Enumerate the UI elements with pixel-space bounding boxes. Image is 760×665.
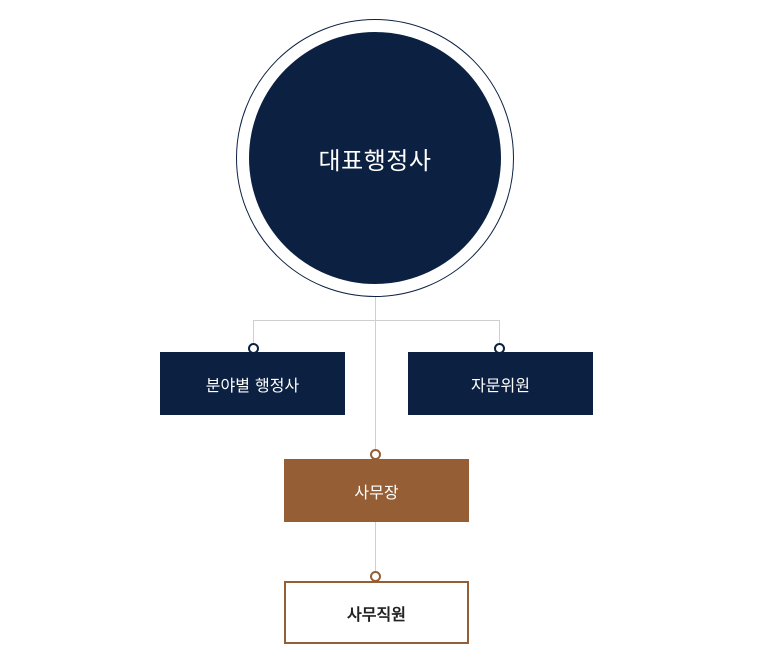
branch-node-advisors: 자문위원	[408, 352, 593, 415]
staff-node: 사무직원	[284, 581, 469, 644]
ceo-outer-ring	[236, 19, 514, 297]
branch-node-field-administrators: 분야별 행정사	[160, 352, 345, 415]
connector-branch-horizontal	[253, 320, 500, 321]
branch-label: 분야별 행정사	[205, 375, 300, 395]
connector-branch-right-drop	[499, 320, 500, 348]
connector-dot-left	[248, 343, 259, 354]
ceo-node: 대표행정사	[249, 32, 501, 284]
connector-staff-vertical	[375, 522, 376, 574]
connector-dot-staff	[370, 571, 381, 582]
connector-branch-left-drop	[253, 320, 254, 348]
connector-dot-right	[494, 343, 505, 354]
connector-main-vertical	[375, 297, 376, 455]
branch-label: 자문위원	[471, 375, 530, 395]
staff-label: 사무직원	[347, 604, 406, 624]
manager-node: 사무장	[284, 459, 469, 522]
connector-dot-manager	[370, 449, 381, 460]
manager-label: 사무장	[354, 482, 399, 502]
ceo-label: 대표행정사	[318, 146, 432, 175]
